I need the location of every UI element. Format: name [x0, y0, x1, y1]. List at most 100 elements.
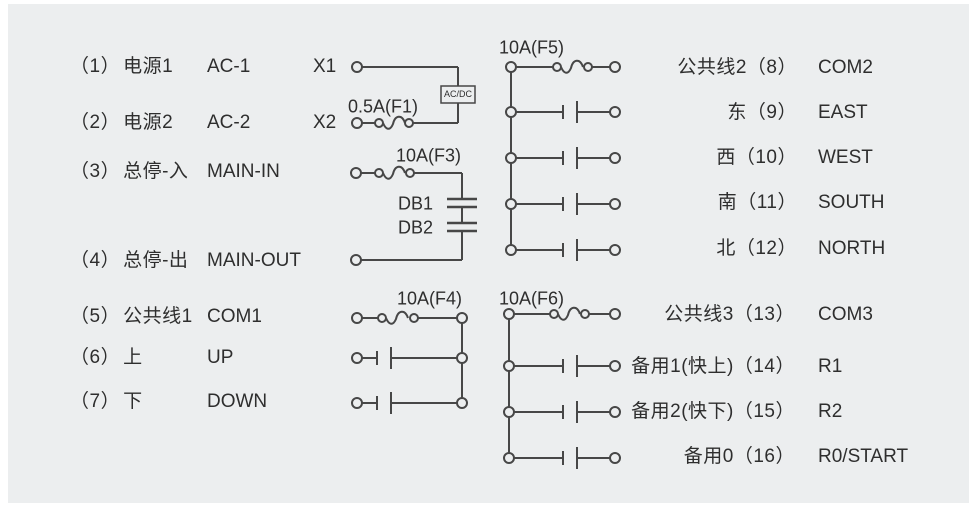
right-row-15-zh-label: 备用2(快下)（15） — [631, 400, 795, 424]
right-row-16-zh-label: 备用0（16） — [684, 445, 795, 469]
left-row-4-zh-label: （4）总停-出 — [70, 249, 188, 273]
terminal-x2 — [351, 117, 363, 129]
left-row-2-pin: X2 — [313, 112, 337, 133]
terminal-main-in — [350, 167, 362, 179]
right-row-13-name: 公共线3 — [664, 304, 734, 325]
terminal-up — [351, 352, 363, 364]
right-row-16-code: R0/START — [818, 446, 909, 467]
right-row-14-code: R1 — [818, 356, 843, 377]
terminal-x1 — [351, 61, 363, 73]
fuse-f6-icon — [557, 306, 581, 321]
left-row-7-zh-label: （7）下 — [70, 390, 143, 414]
capacitor-db2-icon — [447, 221, 477, 233]
terminal-main-out — [350, 254, 362, 266]
power-section-lines — [362, 66, 476, 130]
capacitor-db1-icon — [447, 197, 477, 209]
fuse-f4-icon — [385, 310, 409, 325]
left-row-1-code: AC-1 — [207, 56, 251, 77]
right-row-13-index: （13） — [733, 304, 795, 325]
terminal-east — [609, 106, 621, 118]
left-row-5-index: （5） — [70, 306, 121, 327]
terminal-r0 — [609, 452, 621, 464]
fuse-f3-label: 10A(F3) — [396, 145, 462, 166]
left-row-2-zh-label: （2）电源2 — [70, 111, 173, 135]
left-row-4-index: （4） — [70, 250, 121, 271]
left-row-1-pin: X1 — [313, 56, 337, 77]
right-row-13-zh-label: 公共线3（13） — [664, 303, 795, 327]
right-row-14-name: 备用1(快上) — [631, 356, 734, 377]
f5-bus-section-lines — [510, 59, 610, 261]
left-row-7-index: （7） — [70, 391, 121, 412]
relay-contact-down-icon — [376, 392, 392, 414]
right-row-9-index: （9） — [746, 102, 797, 123]
right-row-15-index: （15） — [733, 401, 795, 422]
fuse-f1-icon — [382, 115, 406, 130]
right-row-11-code: SOUTH — [818, 192, 885, 213]
relay-contact-south-icon — [562, 193, 578, 215]
right-row-12-code: NORTH — [818, 238, 886, 259]
right-row-8-code: COM2 — [818, 57, 873, 78]
relay-contact-north-icon — [562, 239, 578, 261]
relay-contact-r0-icon — [562, 447, 578, 469]
terminal-south — [609, 198, 621, 210]
right-row-10-code: WEST — [818, 147, 873, 168]
right-row-15-name: 备用2(快下) — [631, 401, 734, 422]
terminal-west — [609, 152, 621, 164]
left-row-3-name: 总停-入 — [123, 161, 189, 182]
left-row-6-code: UP — [207, 347, 234, 368]
right-row-14-zh-label: 备用1(快上)（14） — [631, 355, 795, 379]
right-row-12-zh-label: 北（12） — [716, 237, 797, 261]
left-row-1-index: （1） — [70, 56, 121, 77]
left-row-3-zh-label: （3）总停-入 — [70, 160, 188, 184]
right-row-11-index: （11） — [737, 192, 797, 213]
left-row-5-zh-label: （5）公共线1 — [70, 305, 193, 329]
terminal-circles — [350, 61, 621, 464]
acdc-converter-label: AC/DC — [443, 89, 472, 99]
right-row-9-code: EAST — [818, 102, 868, 123]
right-row-16-index: （16） — [733, 446, 795, 467]
relay-contact-r2-icon — [562, 401, 578, 423]
capacitor-db1-label: DB1 — [398, 193, 434, 214]
relay-contact-r1-icon — [562, 355, 578, 377]
fuse-f1-label: 0.5A(F1) — [348, 96, 419, 117]
right-row-10-index: （10） — [735, 147, 797, 168]
fuse-f4-label: 10A(F4) — [397, 288, 463, 309]
left-row-2-code: AC-2 — [207, 112, 251, 133]
left-row-2-name: 电源2 — [123, 112, 174, 133]
relay-contact-east-icon — [562, 101, 578, 123]
updown-section-lines — [362, 310, 463, 414]
left-row-3-code: MAIN-IN — [207, 161, 280, 182]
left-row-3-index: （3） — [70, 161, 121, 182]
right-row-9-name: 东 — [727, 102, 747, 123]
left-row-6-index: （6） — [70, 347, 121, 368]
right-row-11-name: 南 — [717, 192, 738, 213]
left-row-4-name: 总停-出 — [123, 250, 189, 271]
left-row-4-code: MAIN-OUT — [207, 250, 301, 271]
left-row-5-name: 公共线1 — [123, 306, 193, 327]
left-row-7-name: 下 — [123, 391, 143, 412]
terminal-r2 — [609, 406, 621, 418]
right-row-8-name: 公共线2 — [677, 57, 747, 78]
diagram-canvas — [8, 4, 969, 503]
right-row-15-code: R2 — [818, 401, 843, 422]
terminal-com1 — [351, 312, 363, 324]
right-row-13-code: COM3 — [818, 304, 873, 325]
right-row-8-zh-label: 公共线2（8） — [677, 56, 797, 80]
capacitor-db2-label: DB2 — [398, 217, 434, 238]
terminal-north — [609, 244, 621, 256]
right-row-16-name: 备用0 — [683, 446, 734, 467]
f6-bus-section-lines — [508, 306, 610, 469]
right-row-8-index: （8） — [746, 57, 797, 78]
fuse-f6-label: 10A(F6) — [499, 288, 565, 309]
left-row-7-code: DOWN — [207, 391, 268, 412]
relay-contact-up-icon — [376, 347, 392, 369]
right-row-14-index: （14） — [733, 356, 795, 377]
right-row-10-name: 西 — [716, 147, 736, 168]
terminal-com3 — [609, 308, 621, 320]
right-row-12-name: 北 — [716, 238, 736, 259]
left-row-6-name: 上 — [123, 347, 143, 368]
left-row-1-name: 电源1 — [123, 56, 174, 77]
left-row-6-zh-label: （6）上 — [70, 346, 143, 370]
